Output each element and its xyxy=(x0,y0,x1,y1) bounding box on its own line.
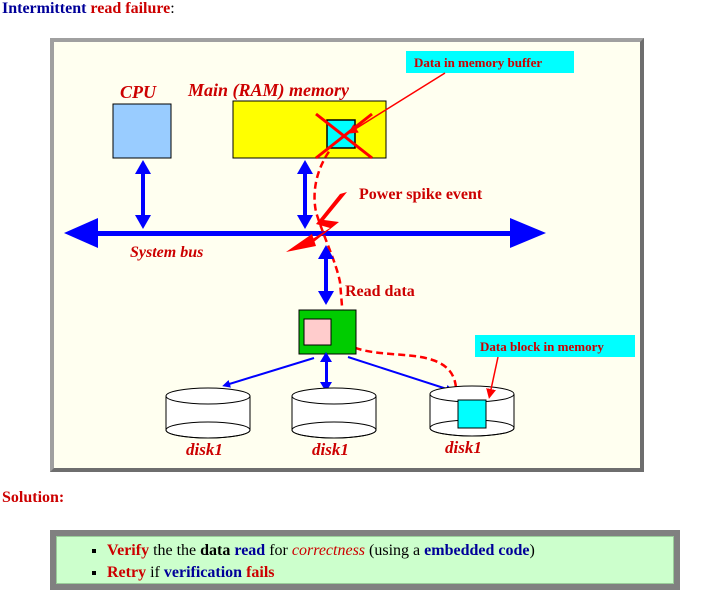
memory-label: Main (RAM) memory xyxy=(187,80,350,101)
heading-colon: : xyxy=(170,0,175,17)
text-using: (using a xyxy=(365,542,425,559)
disk-controller xyxy=(298,309,357,355)
solution-box: Verify the the data read for correctness… xyxy=(50,530,680,590)
buffer-callout-bg xyxy=(406,51,574,73)
controller-buffer xyxy=(303,318,332,346)
text-paren: ) xyxy=(529,542,535,559)
page-heading: Intermittent read failure: xyxy=(2,0,175,18)
block-callout: Data block in memory xyxy=(475,335,635,399)
bus-left-arrowhead xyxy=(64,218,98,248)
block-callout-text: Data block in memory xyxy=(480,339,604,354)
solution-item-retry: Retry if verification fails xyxy=(107,562,673,584)
link-disk-a xyxy=(222,357,315,388)
data-word: data xyxy=(200,542,231,559)
disk-b-label: disk1 xyxy=(312,440,349,459)
cpu: CPU xyxy=(112,82,172,229)
solution-heading: Solution: xyxy=(2,489,65,506)
buffer-callout: Data in memory buffer xyxy=(347,51,574,134)
verification-word: verification xyxy=(163,564,243,581)
text-if: if xyxy=(146,564,164,581)
disk-data-block xyxy=(457,399,487,429)
read-word: read xyxy=(234,542,266,559)
text-the-the: the the xyxy=(149,542,201,559)
verify-word: Verify xyxy=(107,542,150,559)
heading-intermittent: Intermittent xyxy=(2,0,87,17)
retry-word: Retry xyxy=(107,564,147,581)
disk-a-label: disk1 xyxy=(186,440,223,459)
bus-controller-link: Read data xyxy=(318,245,415,305)
correctness-word: correctness xyxy=(291,542,366,559)
solution-panel: Verify the the data read for correctness… xyxy=(56,536,674,584)
disk-a: disk1 xyxy=(165,387,251,459)
read-data-label: Read data xyxy=(345,283,415,300)
power-spike: Power spike event xyxy=(286,186,483,252)
diagram-frame: System bus CPU Main (RAM) memory xyxy=(50,38,644,472)
disk-c: disk1 xyxy=(429,385,515,457)
block-callout-bg xyxy=(475,335,635,357)
disk-c-label: disk1 xyxy=(445,438,482,457)
bus-label: System bus xyxy=(130,244,203,261)
spike-label: Power spike event xyxy=(359,186,483,203)
system-bus: System bus xyxy=(64,218,546,261)
solution-item-verify: Verify the the data read for correctness… xyxy=(107,540,673,562)
link-disk-c xyxy=(347,356,454,393)
cpu-label: CPU xyxy=(120,82,157,102)
buffer-callout-text: Data in memory buffer xyxy=(414,55,542,70)
disk-b: disk1 xyxy=(291,387,377,459)
main-memory: Main (RAM) memory xyxy=(187,80,387,229)
diagram-svg: System bus CPU Main (RAM) memory xyxy=(64,51,635,459)
solution-list: Verify the the data read for correctness… xyxy=(57,537,673,584)
bus-right-arrowhead xyxy=(510,218,546,248)
text-for: for xyxy=(265,542,292,559)
fails-word: fails xyxy=(246,564,275,581)
cpu-box xyxy=(112,103,172,159)
heading-read-failure: read failure xyxy=(90,0,171,17)
embedded-code-word: embedded code xyxy=(424,542,530,559)
